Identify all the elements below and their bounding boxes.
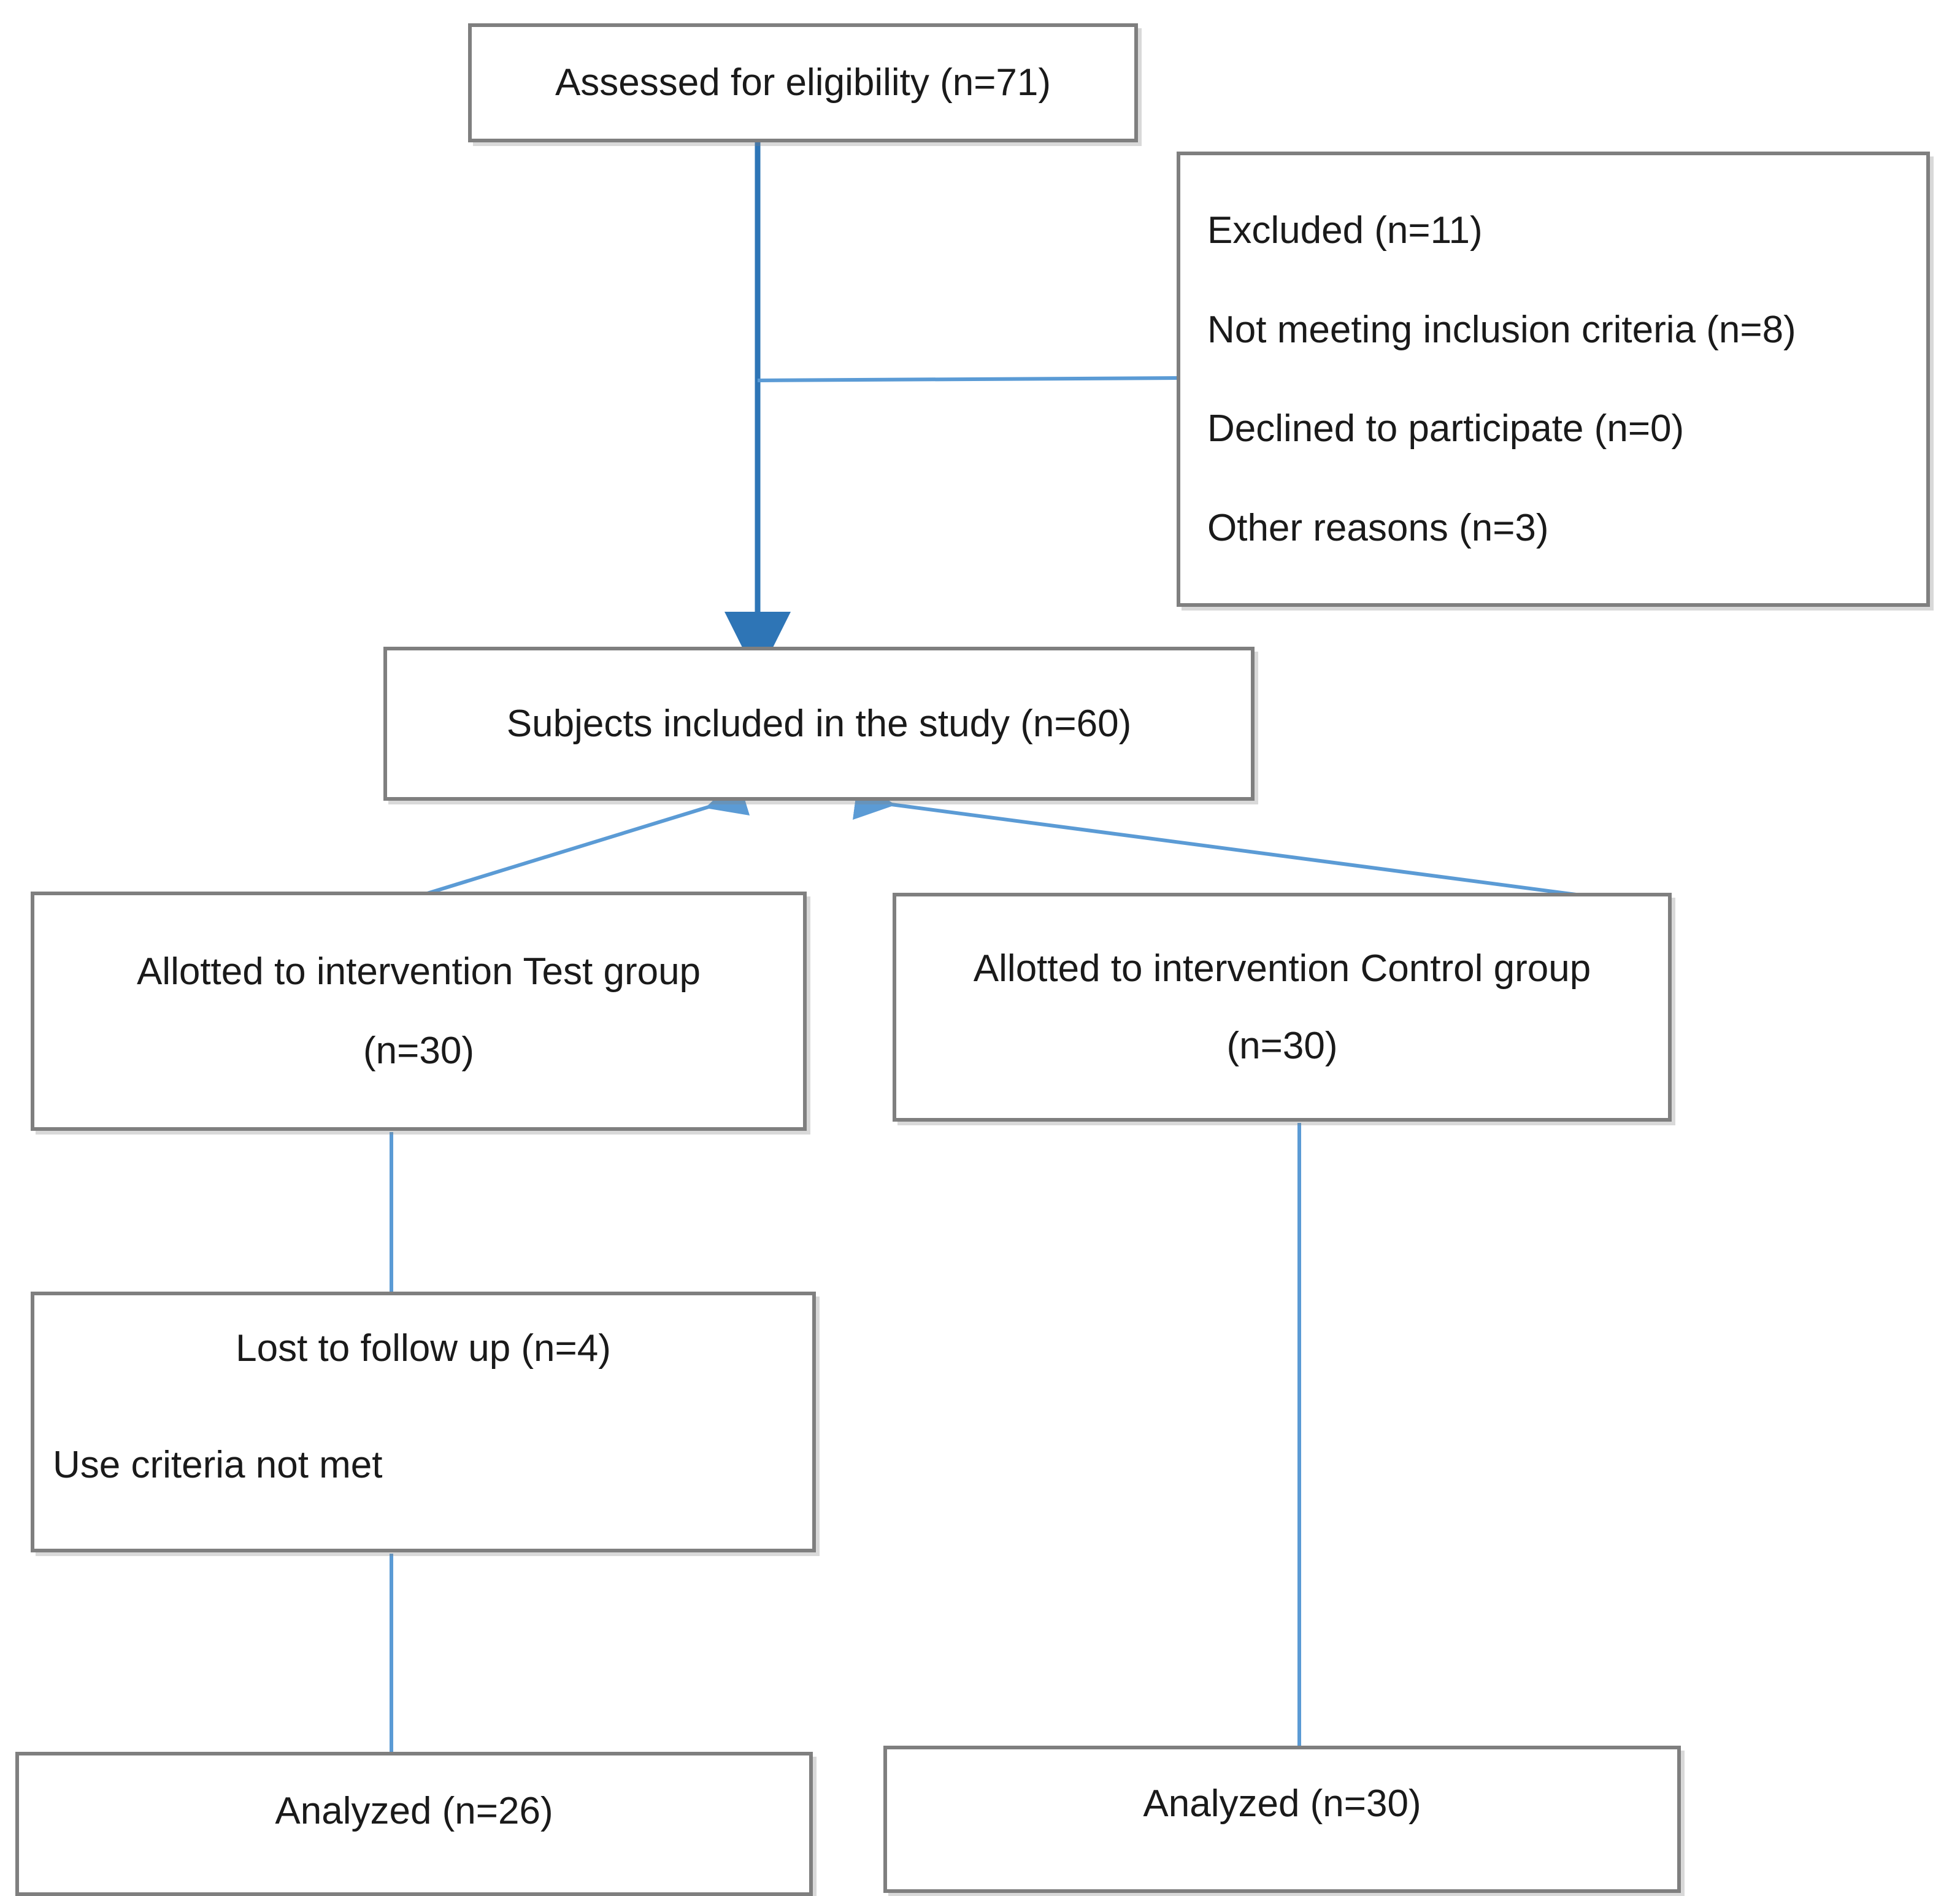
control-group-label: Allotted to intervention Control group [973, 947, 1591, 990]
assessed-label: Assessed for eligibility (n=71) [555, 61, 1051, 104]
excluded-reason-not-meeting-criteria: Not meeting inclusion criteria (n=8) [1207, 308, 1796, 351]
control-group-count: (n=30) [1226, 1024, 1338, 1067]
node-subjects-included: Subjects included in the study (n=60) [383, 647, 1255, 801]
node-test-group: Allotted to intervention Test group (n=3… [31, 892, 807, 1131]
lost-to-follow-up-reason: Use criteria not met [53, 1443, 383, 1486]
lost-to-follow-up-label: Lost to follow up (n=4) [236, 1327, 611, 1370]
node-analyzed-test: Analyzed (n=26) [15, 1752, 813, 1896]
analyzed-control-label: Analyzed (n=30) [1143, 1782, 1421, 1825]
excluded-title: Excluded (n=11) [1207, 209, 1483, 252]
node-lost-to-follow-up: Lost to follow up (n=4) Use criteria not… [31, 1292, 816, 1552]
node-excluded: Excluded (n=11) Not meeting inclusion cr… [1177, 152, 1930, 607]
node-control-group: Allotted to intervention Control group (… [893, 893, 1672, 1122]
analyzed-test-label: Analyzed (n=26) [275, 1790, 553, 1832]
node-analyzed-control: Analyzed (n=30) [883, 1746, 1681, 1893]
test-group-count: (n=30) [363, 1029, 474, 1072]
excluded-reason-declined: Declined to participate (n=0) [1207, 407, 1685, 450]
test-group-label: Allotted to intervention Test group [136, 950, 701, 993]
connector-included-to-test-group [423, 776, 750, 896]
node-assessed-for-eligibility: Assessed for eligibility (n=71) [468, 23, 1138, 142]
included-label: Subjects included in the study (n=60) [506, 702, 1132, 745]
spacer [53, 1373, 794, 1441]
connector-included-to-control-group [853, 779, 1596, 899]
connector-stem-to-excluded [757, 376, 1180, 382]
excluded-reason-other: Other reasons (n=3) [1207, 506, 1549, 549]
